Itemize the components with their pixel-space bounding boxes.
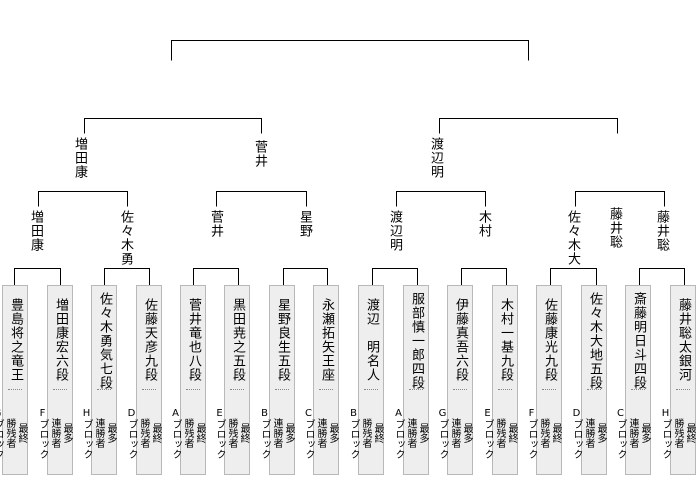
semi-winner-name: 藤井聡 (607, 207, 622, 249)
bracket-connector (193, 268, 239, 286)
player-qualification: 最終 勝残者 Dブロック (126, 407, 161, 459)
bracket-connector (575, 191, 665, 207)
bracket-connector (84, 118, 262, 134)
divider (186, 389, 200, 390)
divider (230, 389, 244, 390)
quarter-winner-name: 渡辺明 (387, 210, 402, 252)
divider (319, 389, 333, 390)
player-card: 永瀬拓矢王座最多 連勝者 Cブロック (303, 285, 339, 475)
player-name: 斎藤明日斗四段 (631, 292, 646, 390)
player-card: 藤井聡太銀河最終 勝残者 Hブロック (660, 285, 696, 475)
divider (631, 389, 645, 390)
divider (676, 389, 690, 390)
divider (142, 389, 156, 390)
divider (97, 389, 111, 390)
divider (498, 389, 512, 390)
player-card: 服部慎一郎四段最多 連勝者 Aブロック (393, 285, 429, 475)
quarter-winner-name: 藤井聡 (654, 210, 669, 252)
player-qualification: 最終 勝残者 Hブロック (660, 407, 695, 459)
player-card: 木村一基九段最終 勝残者 Eブロック (482, 285, 518, 475)
bracket-connector (216, 191, 307, 207)
player-name: 佐々木勇気七段 (97, 292, 112, 390)
semi-winner-name: 菅井 (252, 140, 267, 168)
divider (409, 389, 423, 390)
player-name: 増田康宏六段 (53, 298, 68, 382)
player-qualification: 最終 勝残者 Aブロック (170, 407, 205, 459)
player-qualification: 最終 勝残者 Eブロック (482, 407, 517, 459)
player-card: 佐々木大地五段最多 連勝者 Dブロック (571, 285, 607, 475)
player-qualification: 最多 連勝者 Gブロック (437, 407, 472, 459)
player-card: 菅井竜也八段最終 勝残者 Aブロック (170, 285, 206, 475)
bracket-connector (461, 268, 507, 286)
player-qualification: 最終 勝残者 Bブロック (348, 407, 383, 459)
player-card: 佐々木勇気七段最多 連勝者 Hブロック (81, 285, 117, 475)
bracket-connector (171, 40, 529, 61)
player-name: 星野良生五段 (275, 298, 290, 382)
final-right-name: 渡辺明 (428, 137, 443, 179)
bracket-connector (550, 268, 597, 286)
player-qualification: 最多 連勝者 Fブロック (37, 407, 72, 459)
bracket-connector (396, 191, 486, 207)
player-card: 豊島将之竜王最終 勝残者 Gブロック (0, 285, 28, 475)
bracket-connector (439, 118, 618, 134)
divider (587, 389, 601, 390)
player-card: 佐藤康光九段最終 勝残者 Fブロック (526, 285, 562, 475)
bracket-connector (283, 268, 328, 286)
player-name: 豊島将之竜王 (8, 298, 23, 382)
player-name: 伊藤真吾六段 (453, 298, 468, 382)
player-name: 佐々木大地五段 (587, 292, 602, 390)
player-card: 斎藤明日斗四段最多 連勝者 Cブロック (615, 285, 651, 475)
bracket-connector (372, 268, 418, 286)
player-qualification: 最多 連勝者 Aブロック (393, 407, 428, 459)
player-card: 星野良生五段最多 連勝者 Bブロック (259, 285, 295, 475)
player-name: 渡辺 明名人 (364, 298, 379, 382)
quarter-winner-name: 星野 (297, 210, 312, 238)
bracket-connector (104, 268, 150, 286)
bracket-connector (14, 268, 61, 286)
player-qualification: 最終 勝残者 Gブロック (0, 407, 27, 459)
player-name: 菅井竜也八段 (186, 298, 201, 382)
divider (453, 389, 467, 390)
player-qualification: 最多 連勝者 Cブロック (303, 407, 338, 459)
quarter-winner-name: 菅井 (208, 210, 223, 238)
player-name: 木村一基九段 (498, 298, 513, 382)
player-card: 増田康宏六段最多 連勝者 Fブロック (37, 285, 73, 475)
divider (53, 389, 67, 390)
player-card: 黒田尭之五段最終 勝残者 Eブロック (214, 285, 250, 475)
divider (542, 389, 556, 390)
player-card: 伊藤真吾六段最多 連勝者 Gブロック (437, 285, 473, 475)
divider (8, 389, 22, 390)
player-card: 渡辺 明名人最終 勝残者 Bブロック (348, 285, 384, 475)
bracket-connector (639, 268, 685, 286)
player-qualification: 最多 連勝者 Dブロック (571, 407, 606, 459)
quarter-winner-name: 木村 (476, 210, 491, 238)
player-name: 服部慎一郎四段 (409, 292, 424, 390)
player-name: 佐藤天彦九段 (142, 298, 157, 382)
bracket-connector (38, 191, 128, 207)
player-card: 佐藤天彦九段最終 勝残者 Dブロック (126, 285, 162, 475)
final-left-name: 増田康 (72, 137, 87, 179)
player-name: 佐藤康光九段 (542, 298, 557, 382)
player-name: 藤井聡太銀河 (676, 298, 691, 382)
player-qualification: 最終 勝残者 Fブロック (526, 407, 561, 459)
player-qualification: 最多 連勝者 Cブロック (615, 407, 650, 459)
quarter-winner-name: 佐々木勇 (118, 210, 133, 266)
player-name: 永瀬拓矢王座 (319, 298, 334, 382)
divider (364, 389, 378, 390)
player-qualification: 最多 連勝者 Hブロック (81, 407, 116, 459)
player-qualification: 最終 勝残者 Eブロック (214, 407, 249, 459)
divider (275, 389, 289, 390)
player-qualification: 最多 連勝者 Bブロック (259, 407, 294, 459)
quarter-winner-name: 佐々木大 (565, 210, 580, 266)
quarter-winner-name: 増田康 (28, 210, 43, 252)
player-name: 黒田尭之五段 (230, 298, 245, 382)
